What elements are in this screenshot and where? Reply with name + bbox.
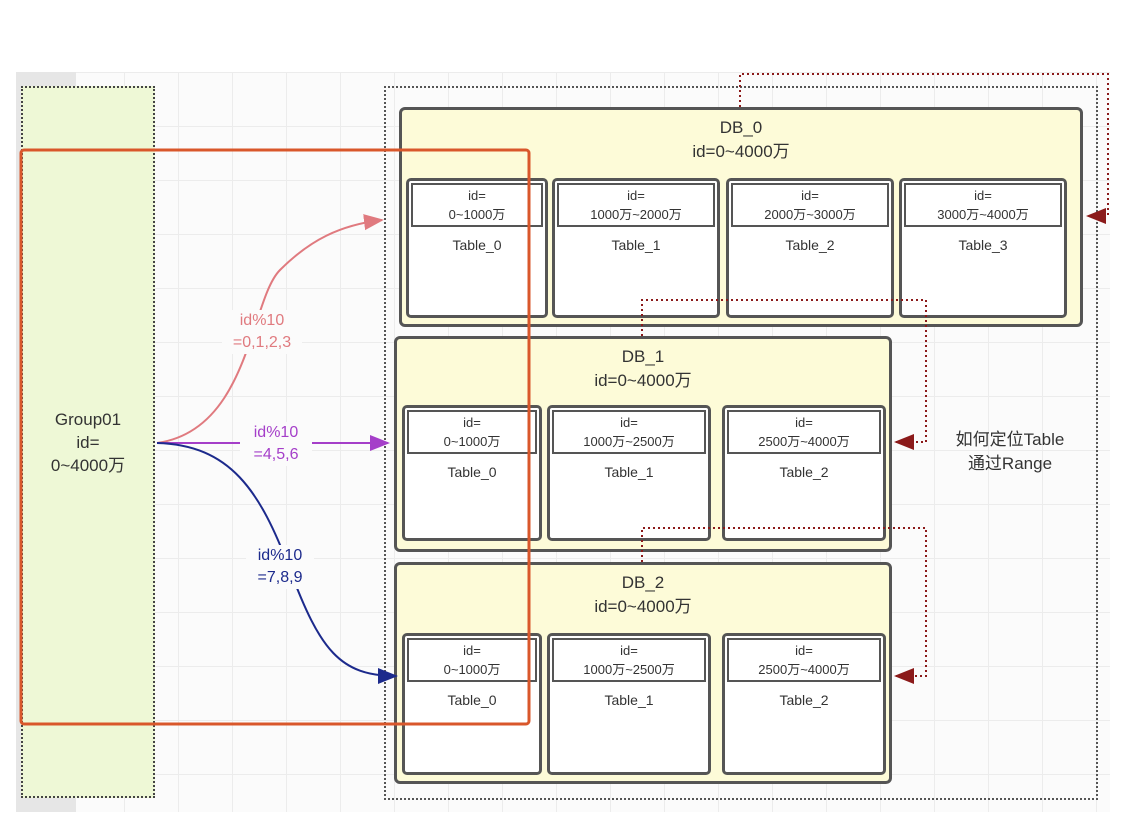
db-1-table-2[interactable]: id= 2500万~4000万 Table_2 bbox=[722, 405, 886, 541]
db-0-table-0[interactable]: id= 0~1000万 Table_0 bbox=[406, 178, 548, 318]
route-label-line2: =7,8,9 bbox=[257, 569, 303, 586]
table-range-value: 3000万~4000万 bbox=[937, 207, 1029, 222]
table-name: Table_1 bbox=[611, 237, 661, 253]
db-1[interactable]: DB_1 id=0~4000万 id= 0~1000万 Table_0 id= 10… bbox=[394, 336, 892, 552]
db-1-range: id=0~4000万 bbox=[594, 371, 692, 390]
db-2-table-0[interactable]: id= 0~1000万 Table_0 bbox=[402, 633, 542, 775]
range-note: 如何定位Table 通过Range bbox=[930, 428, 1090, 476]
table-range-header: id= 1000万~2500万 bbox=[552, 638, 706, 682]
route-label-line1: id%10 bbox=[239, 312, 285, 329]
table-name: Table_3 bbox=[958, 237, 1008, 253]
table-range-value: 1000万~2500万 bbox=[583, 662, 675, 677]
db-2-name: DB_2 bbox=[621, 573, 665, 592]
table-range-header: id= 2000万~3000万 bbox=[731, 183, 889, 227]
table-name: Table_0 bbox=[447, 464, 497, 480]
route-label-line1: id%10 bbox=[253, 424, 299, 441]
table-range-value: 1000万~2000万 bbox=[590, 207, 682, 222]
table-range-label: id= bbox=[974, 188, 992, 203]
table-range-label: id= bbox=[620, 643, 638, 658]
table-range-value: 2500万~4000万 bbox=[758, 662, 850, 677]
db-2-range: id=0~4000万 bbox=[594, 597, 692, 616]
table-name: Table_1 bbox=[604, 464, 654, 480]
table-range-label: id= bbox=[795, 415, 813, 430]
group-range: 0~4000万 bbox=[50, 456, 126, 475]
table-range-label: id= bbox=[468, 188, 486, 203]
db-2-table-1[interactable]: id= 1000万~2500万 Table_1 bbox=[547, 633, 711, 775]
table-range-label: id= bbox=[620, 415, 638, 430]
table-range-label: id= bbox=[463, 643, 481, 658]
route-label-db1: id%10 =4,5,6 bbox=[240, 422, 312, 466]
db-0-table-1[interactable]: id= 1000万~2000万 Table_1 bbox=[552, 178, 720, 318]
group-id-label: id= bbox=[76, 433, 100, 452]
db-0[interactable]: DB_0 id=0~4000万 id= 0~1000万 Table_0 id= 10… bbox=[399, 107, 1083, 327]
table-range-header: id= 3000万~4000万 bbox=[904, 183, 1062, 227]
table-range-value: 0~1000万 bbox=[443, 662, 501, 677]
table-range-header: id= 0~1000万 bbox=[411, 183, 543, 227]
route-label-db0: id%10 =0,1,2,3 bbox=[222, 310, 302, 354]
table-name: Table_2 bbox=[779, 692, 829, 708]
table-range-value: 1000万~2500万 bbox=[583, 434, 675, 449]
db-0-table-3[interactable]: id= 3000万~4000万 Table_3 bbox=[899, 178, 1067, 318]
table-range-header: id= 0~1000万 bbox=[407, 410, 537, 454]
db-2[interactable]: DB_2 id=0~4000万 id= 0~1000万 Table_0 id= 10… bbox=[394, 562, 892, 784]
table-range-header: id= 0~1000万 bbox=[407, 638, 537, 682]
db-1-table-0[interactable]: id= 0~1000万 Table_0 bbox=[402, 405, 542, 541]
table-name: Table_2 bbox=[785, 237, 835, 253]
table-range-label: id= bbox=[801, 188, 819, 203]
table-name: Table_0 bbox=[447, 692, 497, 708]
table-range-value: 0~1000万 bbox=[448, 207, 506, 222]
route-label-line2: =0,1,2,3 bbox=[232, 334, 292, 351]
note-line2: 通过Range bbox=[967, 454, 1053, 473]
route-label-db2: id%10 =7,8,9 bbox=[246, 545, 314, 589]
db-1-name: DB_1 bbox=[621, 347, 665, 366]
db-2-table-2[interactable]: id= 2500万~4000万 Table_2 bbox=[722, 633, 886, 775]
table-range-value: 2500万~4000万 bbox=[758, 434, 850, 449]
db-0-range: id=0~4000万 bbox=[692, 142, 790, 161]
table-range-label: id= bbox=[627, 188, 645, 203]
table-name: Table_1 bbox=[604, 692, 654, 708]
table-range-header: id= 2500万~4000万 bbox=[727, 410, 881, 454]
table-name: Table_0 bbox=[452, 237, 502, 253]
table-range-header: id= 1000万~2000万 bbox=[557, 183, 715, 227]
table-range-value: 0~1000万 bbox=[443, 434, 501, 449]
route-label-line1: id%10 bbox=[257, 547, 303, 564]
table-name: Table_2 bbox=[779, 464, 829, 480]
table-range-header: id= 2500万~4000万 bbox=[727, 638, 881, 682]
group-name: Group01 bbox=[54, 410, 122, 429]
db-0-table-2[interactable]: id= 2000万~3000万 Table_2 bbox=[726, 178, 894, 318]
table-range-header: id= 1000万~2500万 bbox=[552, 410, 706, 454]
route-label-line2: =4,5,6 bbox=[253, 446, 299, 463]
table-range-label: id= bbox=[795, 643, 813, 658]
db-0-name: DB_0 bbox=[719, 118, 763, 137]
table-range-label: id= bbox=[463, 415, 481, 430]
db-1-table-1[interactable]: id= 1000万~2500万 Table_1 bbox=[547, 405, 711, 541]
table-range-value: 2000万~3000万 bbox=[764, 207, 856, 222]
group-label: Group01 id= 0~4000万 bbox=[21, 408, 155, 477]
note-line1: 如何定位Table bbox=[955, 430, 1065, 449]
